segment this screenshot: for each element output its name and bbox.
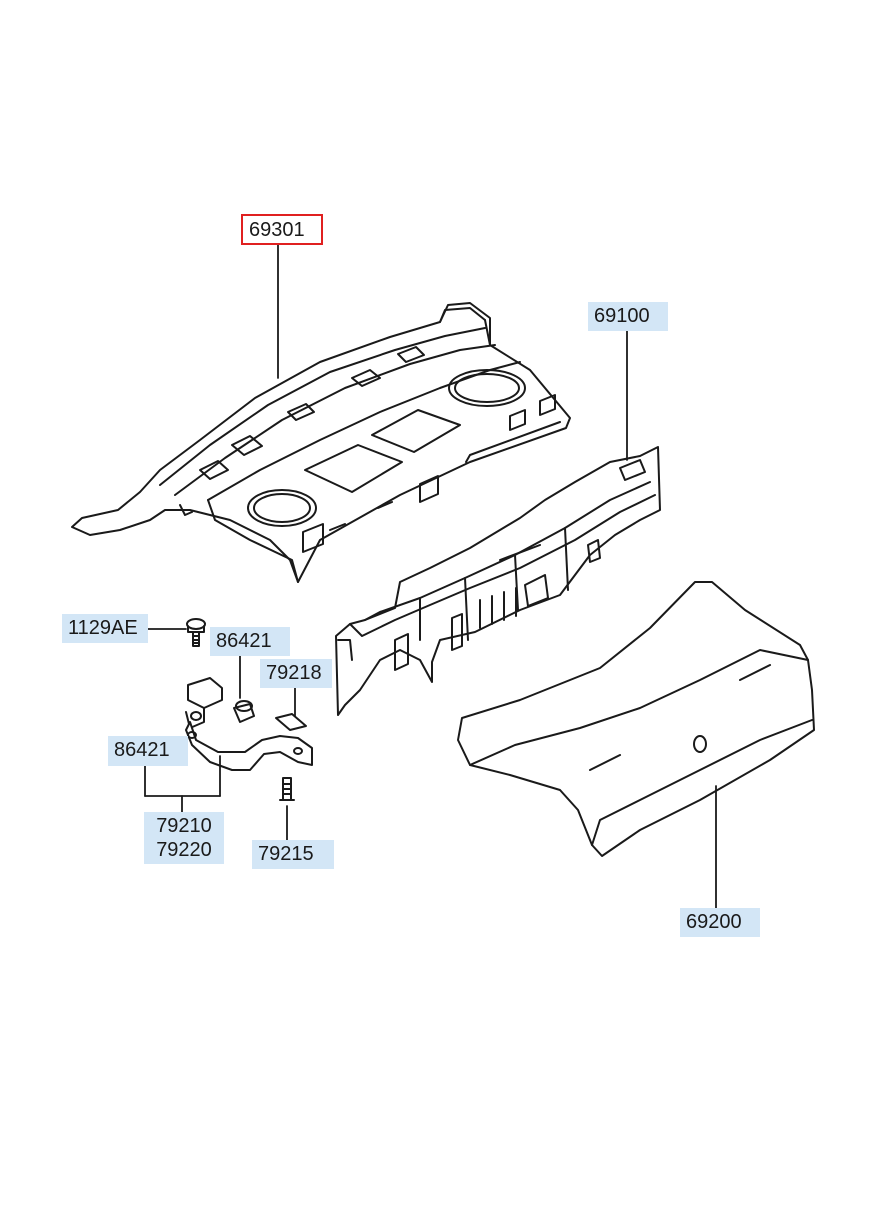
callout-79210-79220[interactable]: 79210 79220 (144, 812, 224, 864)
callout-69100[interactable]: 69100 (588, 302, 668, 331)
hinge-bolt-part (279, 777, 295, 801)
striker-plate-part (275, 713, 307, 731)
callout-69301[interactable]: 69301 (241, 214, 323, 245)
callout-86421-buffer[interactable]: 86421 (210, 627, 290, 656)
back-panel-part (335, 446, 661, 716)
callout-79210[interactable]: 79210 (156, 815, 212, 837)
bolt-part (186, 618, 206, 647)
rear-package-tray-part (71, 302, 571, 583)
trunk-hinge-part (185, 677, 313, 771)
callout-79218[interactable]: 79218 (260, 659, 332, 688)
callout-79215[interactable]: 79215 (252, 840, 334, 869)
leader-lines (144, 244, 717, 909)
callout-86421-hinge[interactable]: 86421 (108, 736, 188, 766)
callout-79220[interactable]: 79220 (156, 839, 212, 861)
callout-1129AE[interactable]: 1129AE (62, 614, 148, 643)
trunk-lid-part (457, 581, 815, 857)
callout-69200[interactable]: 69200 (680, 908, 760, 937)
